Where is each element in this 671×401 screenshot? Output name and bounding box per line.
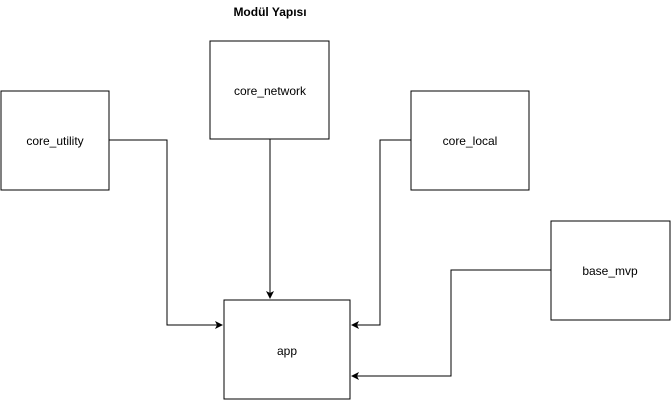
node-app: app bbox=[223, 299, 351, 400]
node-core-local-box bbox=[410, 90, 530, 191]
node-base-mvp-box bbox=[550, 220, 671, 321]
edge-base-mvp-to-app bbox=[351, 269, 551, 380]
node-core-utility: core_utility bbox=[0, 90, 110, 191]
node-core-network-label: core_network bbox=[234, 84, 307, 98]
node-core-network: core_network bbox=[209, 40, 330, 140]
diagram-title: Modül Yapısı bbox=[233, 5, 306, 19]
edge-core-local-to-app bbox=[351, 139, 411, 329]
node-core-utility-box bbox=[0, 90, 110, 191]
node-core-network-box bbox=[209, 40, 330, 140]
node-app-box bbox=[223, 299, 351, 400]
node-base-mvp: base_mvp bbox=[550, 220, 671, 321]
edge-core-utility-to-app bbox=[109, 139, 223, 329]
node-core-utility-label: core_utility bbox=[26, 134, 83, 148]
node-core-local: core_local bbox=[410, 90, 530, 191]
node-core-local-label: core_local bbox=[443, 134, 498, 148]
node-base-mvp-label: base_mvp bbox=[582, 264, 638, 278]
node-app-label: app bbox=[277, 344, 297, 358]
